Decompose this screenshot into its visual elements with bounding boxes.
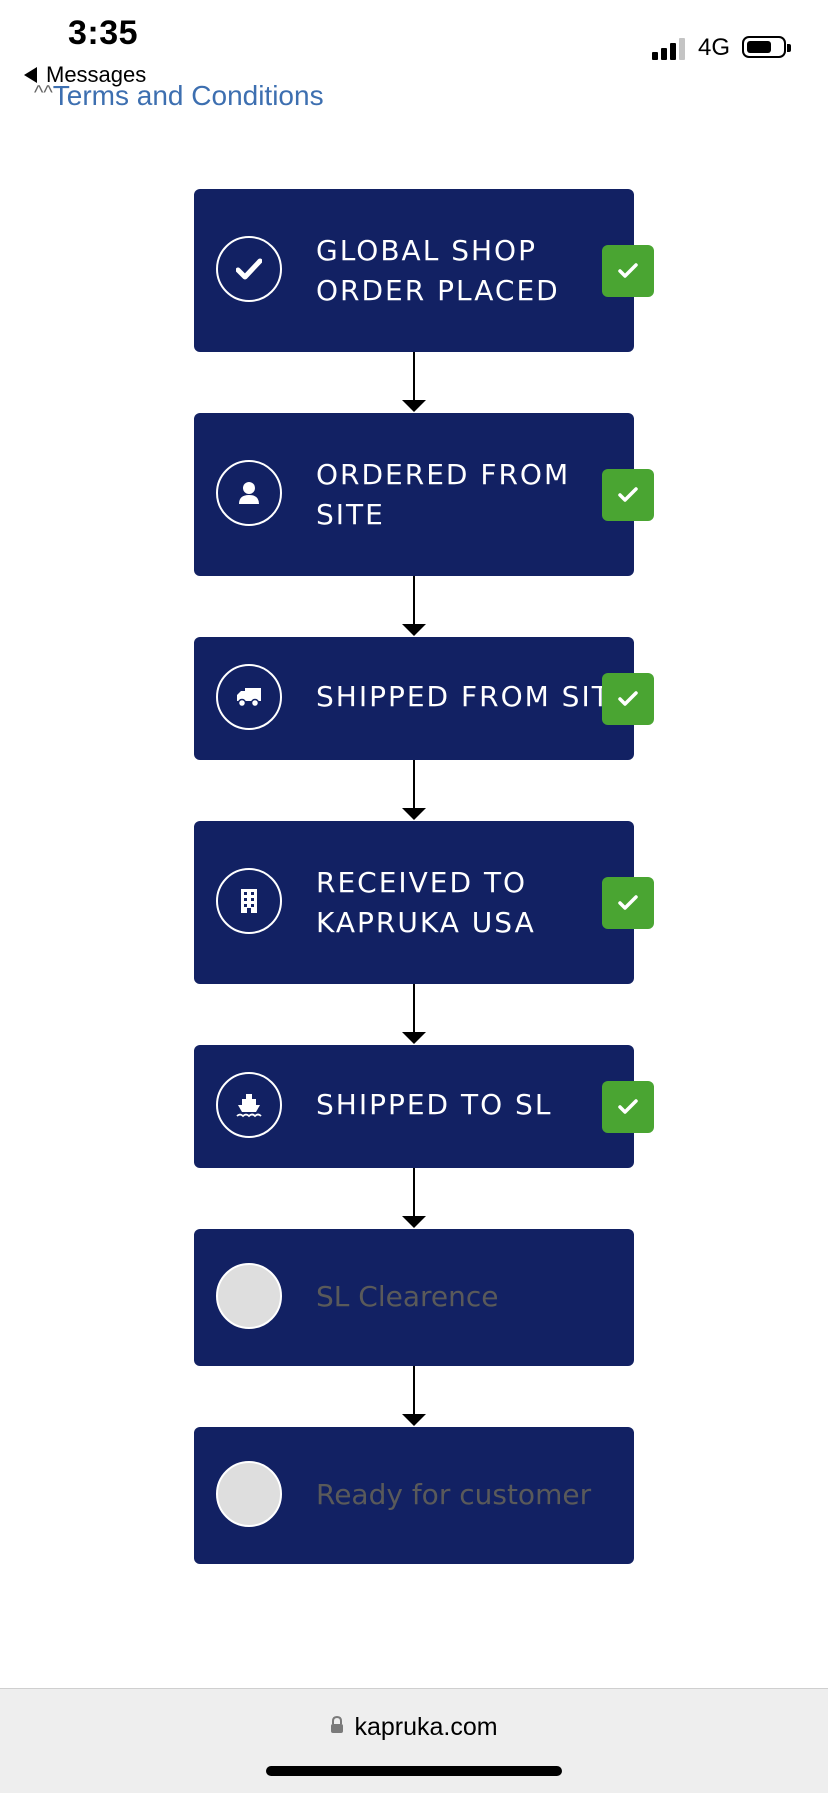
arrow-down — [402, 352, 426, 412]
terms-and-conditions-link[interactable]: ^^Terms and Conditions — [34, 80, 324, 112]
step-sl-clearence: SL Clearence — [194, 1229, 634, 1366]
terms-link-label: Terms and Conditions — [52, 80, 324, 111]
browser-url-bar[interactable]: kapruka.com — [0, 1688, 828, 1793]
complete-check-badge — [602, 673, 654, 725]
user-icon — [216, 460, 282, 526]
complete-check-badge — [602, 469, 654, 521]
back-label: Messages — [46, 62, 147, 87]
terms-mark: ^^ — [34, 82, 53, 104]
ship-icon — [216, 1072, 282, 1138]
truck-icon — [216, 664, 282, 730]
pending-circle — [216, 1263, 282, 1329]
battery-icon — [742, 36, 791, 58]
pending-circle — [216, 1461, 282, 1527]
arrow-down — [402, 576, 426, 636]
complete-check-badge — [602, 1081, 654, 1133]
complete-check-badge — [602, 245, 654, 297]
building-icon — [216, 868, 282, 934]
url-domain: kapruka.com — [354, 1713, 498, 1741]
step-label: SHIPPED FROM SITE — [316, 680, 631, 713]
lock-icon — [330, 1712, 344, 1741]
step-ready-for-customer: Ready for customer — [194, 1427, 634, 1564]
step-label: SHIPPED TO SL — [316, 1088, 553, 1121]
check-icon — [216, 236, 282, 302]
complete-check-badge — [602, 877, 654, 929]
home-indicator[interactable] — [266, 1766, 562, 1776]
back-triangle-icon — [24, 67, 37, 83]
step-shipped-from-site: SHIPPED FROM SITE — [194, 637, 634, 760]
arrow-down — [402, 760, 426, 820]
arrow-down — [402, 1168, 426, 1228]
step-label: Ready for customer — [316, 1478, 592, 1511]
network-type: 4G — [698, 34, 731, 61]
back-to-messages-button[interactable]: Messages — [24, 62, 146, 88]
signal-icon — [652, 36, 685, 60]
arrow-down — [402, 984, 426, 1044]
step-label: SL Clearence — [316, 1280, 499, 1313]
url-display[interactable]: kapruka.com — [0, 1713, 828, 1743]
step-shipped-to-sl: SHIPPED TO SL — [194, 1045, 634, 1168]
arrow-down — [402, 1366, 426, 1426]
status-time: 3:35 — [68, 14, 139, 52]
